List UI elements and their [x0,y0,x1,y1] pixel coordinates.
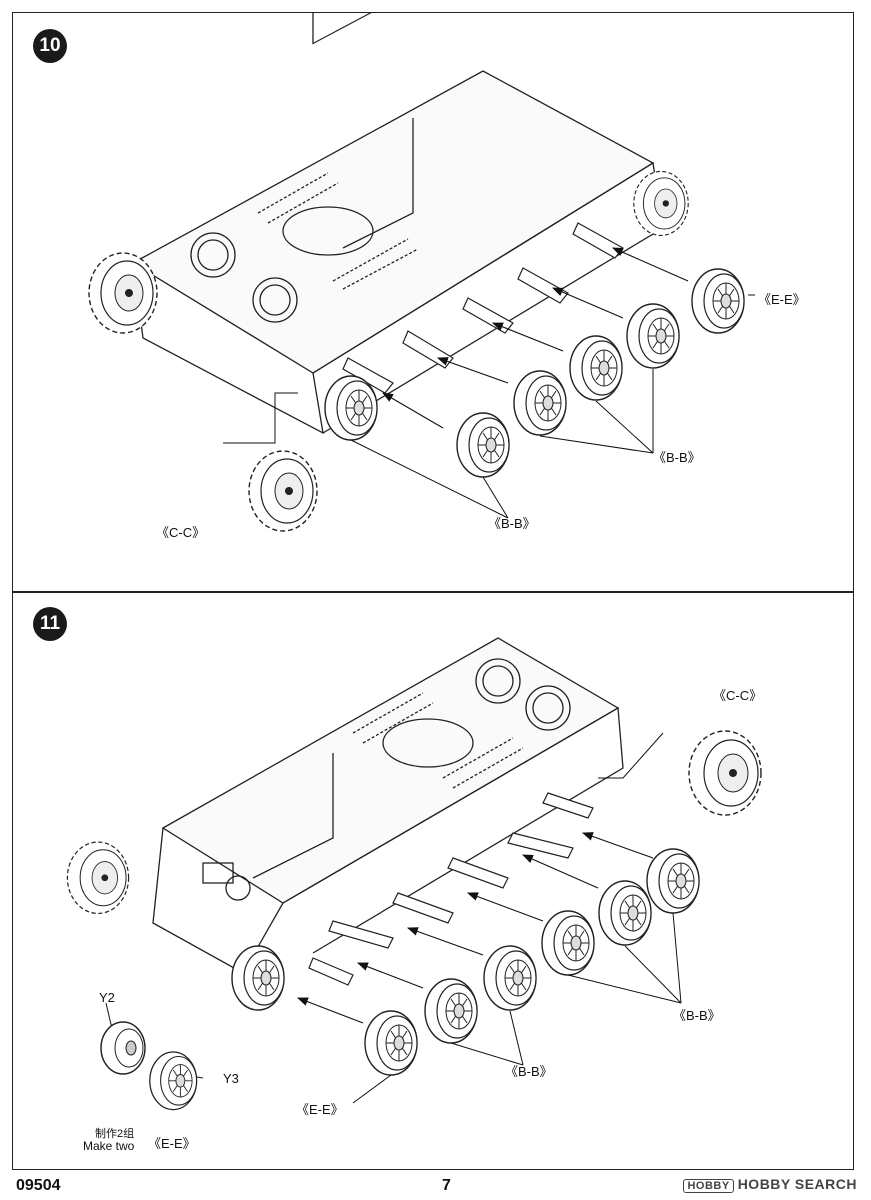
part-label-bb: 《B-B》 [653,450,701,465]
watermark-badge: HOBBY [683,1179,734,1193]
step-number-badge: 10 [33,29,67,63]
road-wheel-icon [598,880,652,946]
arrow-icon [296,832,654,1024]
part-label-y3: Y3 [223,1071,239,1086]
step-number-badge: 11 [33,607,67,641]
part-label-ee: 《E-E》 [758,292,806,307]
road-wheel-icon [626,303,680,369]
hull-assembly-drawing [88,13,755,532]
part-label-cc: 《C-C》 [713,688,763,703]
road-wheel-icon [569,335,623,401]
watermark-text: HOBBY SEARCH [737,1176,857,1192]
road-wheel-icon [424,978,478,1044]
road-wheel-icon [483,945,537,1011]
part-label-bb: 《B-B》 [488,516,536,531]
hull-body [152,637,624,974]
road-wheel-icon [513,370,567,436]
step-10-panel: 10 [12,12,854,592]
part-label-ee: 《E-E》 [148,1136,196,1151]
idler-wheel-icon [66,841,130,915]
front-sprocket-icon [88,252,158,334]
part-label-ee: 《E-E》 [296,1102,344,1117]
road-wheel-icon [691,268,745,334]
road-wheel-icon [646,848,700,914]
sub-assembly-drawing [100,1021,146,1075]
sprocket-icon [688,730,762,816]
hull-assembly-drawing [66,637,762,1111]
page-number: 7 [442,1177,451,1194]
part-label-y2: Y2 [99,990,115,1005]
road-wheel-icon [364,1010,418,1076]
road-wheel-icon [231,945,285,1011]
part-label-bb: 《B-B》 [673,1008,721,1023]
step-11-panel: 11 [12,592,854,1170]
instruction-note-en: Make two [83,1139,135,1153]
road-wheel-icon [149,1051,198,1111]
road-wheel-icon [541,910,595,976]
part-label-bb: 《B-B》 [505,1064,553,1079]
sprocket-icon [248,450,318,532]
road-wheel-icon [456,412,510,478]
road-wheel-icon [324,375,378,441]
rear-idler-icon [633,170,689,236]
part-label-cc: 《C-C》 [156,525,206,540]
instruction-note-cn: 制作2组 [95,1128,135,1140]
arrow-icon [382,247,689,429]
model-number: 09504 [16,1177,61,1194]
